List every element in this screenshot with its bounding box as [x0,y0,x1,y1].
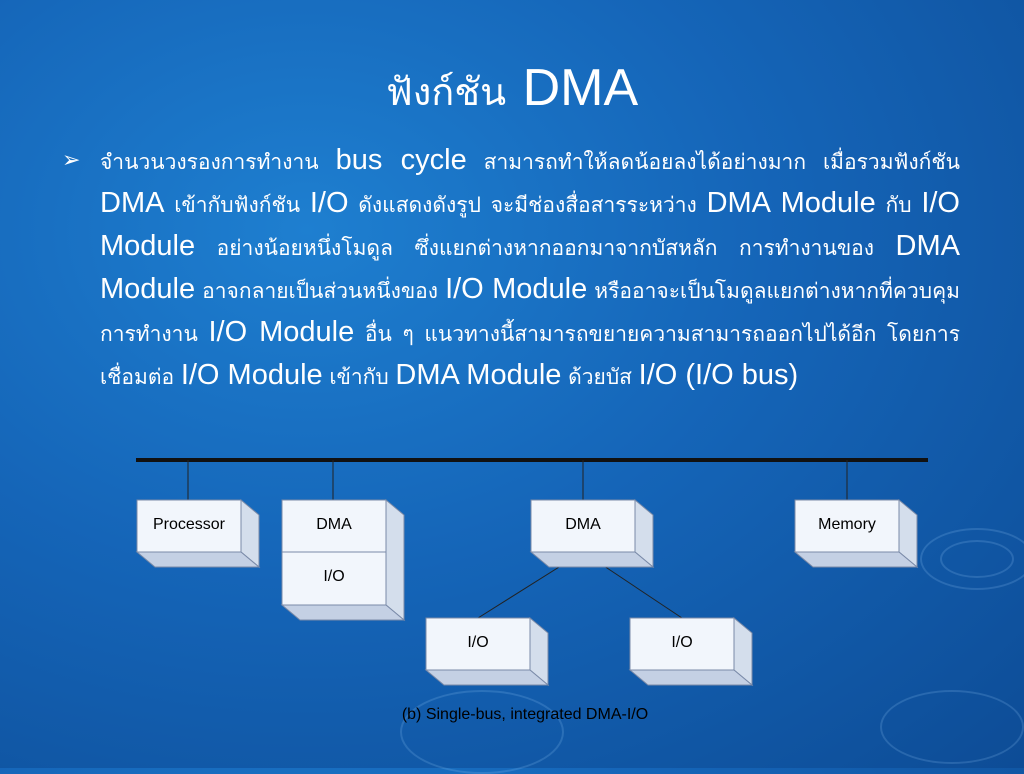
paragraph-term: DMA Module [395,359,562,391]
ripple-decoration [920,528,1024,590]
paragraph-text: เข้ากับ [322,365,396,389]
arrow-bullet-icon: ➢ [62,148,81,173]
memory-label: Memory [818,516,876,533]
io-bottom-right-box [628,616,754,687]
dma-center-box [529,498,655,569]
dma-left-label: DMA [316,516,352,533]
paragraph-text: หรืออาจะเป็นโมดูลแยกต่างหากที่ควบคุมการท… [100,279,960,346]
paragraph-term: I/O Module [445,273,588,305]
paragraph-text: เข้ากับฟังก์ชัน [164,193,310,217]
paragraph-term: bus cycle [335,144,467,176]
title-latin: DMA [522,59,639,117]
paragraph-text: สามารถทำให้ลดน้อยลงได้อย่างมาก เมื่อรวมฟ… [466,150,960,174]
paragraph-text: ดังแสดงดังรูป จะมีช่องสื่อสารระหว่าง [348,193,707,217]
paragraph-term: DMA Module [706,187,876,219]
dma-io-stacked-box [280,498,406,622]
memory-box [793,498,919,569]
diagram-caption: (b) Single-bus, integrated DMA-I/O [401,706,649,723]
paragraph-term: DMA Module [100,230,960,305]
paragraph-term: I/O Module [100,187,960,262]
paragraph-text: ด้วยบัส [561,365,639,389]
io-left-label: I/O [323,568,345,585]
io-bottom-left-box [424,616,550,687]
paragraph-term: I/O (I/O bus) [638,359,799,391]
io-bottom-left-label: I/O [467,634,489,651]
paragraph-text: อาจกลายเป็นส่วนหนึ่งของ [195,279,446,303]
system-bus-line [136,458,928,462]
paragraph-text: กับ [875,193,922,217]
paragraph-text: อย่างน้อยหนึ่งโมดูล ซึ่งแยกต่างหากออกมาจ… [195,236,896,260]
paragraph-term: I/O [309,187,349,219]
paragraph-term: DMA [100,187,165,219]
bullet-paragraph: จำนวนวงรองการทำงาน bus cycle สามารถทำให้… [100,140,960,398]
paragraph-term: I/O Module [180,359,323,391]
paragraph-text: อื่น ๆ แนวทางนี้สามารถขยายความสามารถออกไ… [100,322,961,389]
dma-center-label: DMA [565,516,601,533]
io-bottom-right-label: I/O [671,634,693,651]
slide-title: ฟังก์ชัน DMA [0,58,1024,122]
processor-box [135,498,261,569]
title-thai: ฟังก์ชัน [385,70,507,114]
paragraph-text: จำนวนวงรองการทำงาน [100,150,336,174]
processor-label: Processor [152,516,226,533]
paragraph-term: I/O Module [208,316,355,348]
ripple-decoration [880,690,1024,764]
